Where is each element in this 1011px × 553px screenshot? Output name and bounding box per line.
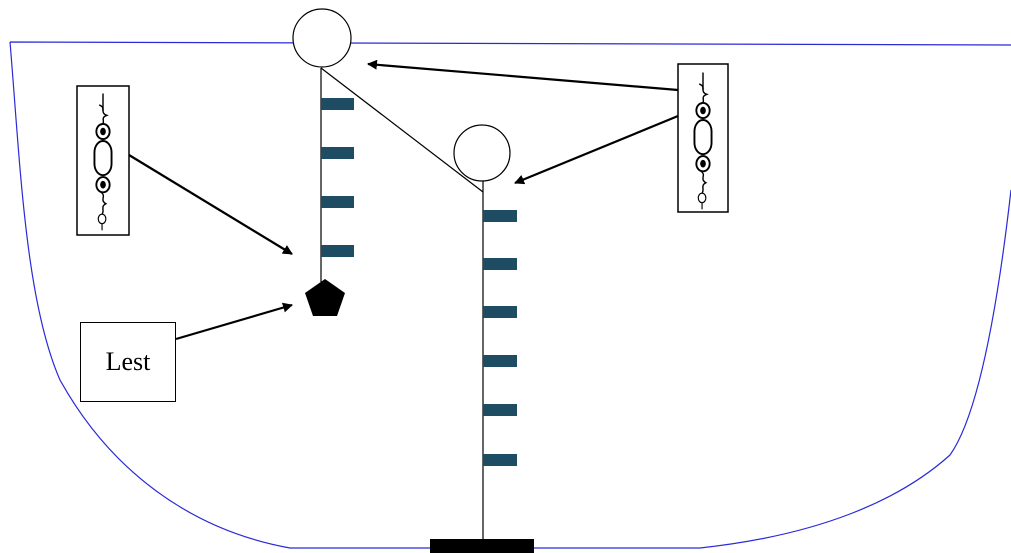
anchor-icon <box>430 539 534 553</box>
float-icon <box>453 124 511 182</box>
arrow-swivel-top <box>367 59 679 92</box>
hook-icon <box>483 306 517 318</box>
hook-icon <box>483 210 517 222</box>
weight-label: Lest <box>105 347 151 376</box>
hook-icon <box>483 355 517 367</box>
hook-icon <box>483 454 517 466</box>
hook-icon <box>321 98 354 110</box>
weight-icon <box>305 279 345 316</box>
hook-icon <box>321 196 354 208</box>
hook-icon <box>483 404 517 416</box>
hook-icon <box>321 147 354 159</box>
hook-icon <box>483 258 517 270</box>
connector-line <box>320 67 484 193</box>
float-icon <box>292 8 352 68</box>
arrow-lest <box>175 302 293 341</box>
hook-icon <box>321 245 354 257</box>
tank-outline <box>9 41 1011 549</box>
arrow-swivel-right <box>514 114 679 185</box>
weight-label-box: Lest <box>80 322 176 402</box>
arrow-swivel-left <box>128 154 293 255</box>
